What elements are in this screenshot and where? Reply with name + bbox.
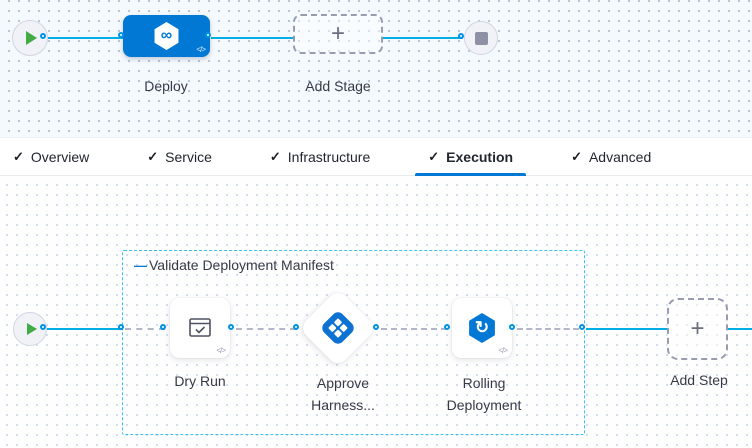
cd-stage-icon: ∞ — [154, 22, 179, 50]
port[interactable] — [509, 324, 515, 330]
tab-label: Overview — [30, 148, 90, 165]
port[interactable] — [205, 32, 211, 38]
check-icon: ✓ — [571, 148, 582, 164]
port[interactable] — [118, 32, 124, 38]
add-stage-button[interactable]: + — [293, 14, 383, 54]
stage-label-deploy: Deploy — [144, 78, 188, 94]
connector — [586, 328, 667, 330]
rolling-arrow-glyph: ↻ — [474, 317, 490, 337]
connector-dashed — [236, 328, 296, 330]
tab-label: Advanced — [588, 148, 652, 165]
connector-dashed — [517, 328, 579, 330]
port[interactable] — [228, 324, 234, 330]
check-icon: ✓ — [147, 148, 159, 164]
connector — [47, 37, 123, 39]
add-stage-label: Add Stage — [305, 78, 371, 94]
add-step-label: Add Step — [670, 372, 728, 388]
add-step-button[interactable]: + — [667, 298, 728, 360]
code-icon[interactable]: </> — [196, 45, 206, 54]
port[interactable] — [293, 324, 299, 330]
step-node-rolling-deployment[interactable]: ↻ </> — [452, 298, 512, 358]
step-node-dry-run[interactable]: </> — [170, 298, 230, 358]
step-label-approve: Approve Harness... — [311, 375, 375, 413]
code-icon[interactable]: </> — [498, 346, 508, 355]
approval-icon — [322, 312, 354, 344]
step-node-approve[interactable] — [298, 288, 378, 368]
connector — [211, 37, 293, 39]
connector — [728, 328, 752, 330]
connector — [383, 37, 463, 39]
step-label-rolling-deployment: Rolling Deployment — [446, 375, 522, 413]
port[interactable] — [118, 324, 124, 330]
tab-infrastructure[interactable]: ✓ Infrastructure — [257, 138, 383, 175]
tab-overview[interactable]: ✓ Overview — [0, 138, 102, 175]
dry-run-icon — [189, 318, 211, 337]
port[interactable] — [458, 33, 464, 39]
stage-config-tabbar: ✓ Overview ✓ Service ✓ Infrastructure ✓ … — [0, 137, 752, 176]
step-group-title: Validate Deployment Manifest — [149, 257, 334, 273]
infinity-glyph: ∞ — [160, 27, 173, 44]
execution-graph-canvas[interactable]: — Validate Deployment Manifest </> Dry R… — [0, 176, 752, 448]
rolling-deployment-icon: ↻ — [469, 313, 495, 343]
tab-service[interactable]: ✓ Service — [134, 138, 225, 175]
connector-dashed — [125, 328, 165, 330]
step-group-header[interactable]: — Validate Deployment Manifest — [134, 257, 334, 273]
step-label-dry-run: Dry Run — [174, 373, 226, 389]
stop-icon — [474, 31, 488, 45]
plus-icon: + — [690, 315, 705, 342]
pipeline-end-node[interactable] — [464, 21, 498, 55]
play-icon — [26, 31, 37, 45]
tab-execution[interactable]: ✓ Execution — [415, 138, 526, 176]
check-icon: ✓ — [13, 148, 24, 164]
stage-graph-canvas[interactable]: ∞ </> Deploy + Add Stage — [0, 0, 752, 137]
port[interactable] — [444, 324, 450, 330]
stage-node-deploy[interactable]: ∞ </> — [123, 15, 210, 57]
step-group-validate-deployment-manifest[interactable]: — Validate Deployment Manifest — [122, 250, 585, 435]
connector-dashed — [381, 328, 447, 330]
plus-icon: + — [330, 20, 345, 47]
tab-label: Service — [165, 148, 212, 165]
code-icon[interactable]: </> — [216, 346, 226, 355]
tab-label: Execution — [446, 148, 514, 165]
port[interactable] — [40, 33, 46, 39]
check-icon: ✓ — [269, 148, 281, 164]
port[interactable] — [160, 324, 166, 330]
port[interactable] — [579, 324, 585, 330]
play-icon — [26, 323, 37, 335]
check-icon: ✓ — [428, 148, 440, 164]
port[interactable] — [373, 324, 379, 330]
collapse-icon[interactable]: — — [134, 257, 147, 273]
connector — [47, 328, 123, 330]
tab-label: Infrastructure — [287, 148, 371, 165]
tab-advanced[interactable]: ✓ Advanced — [558, 138, 664, 175]
port[interactable] — [40, 324, 46, 330]
